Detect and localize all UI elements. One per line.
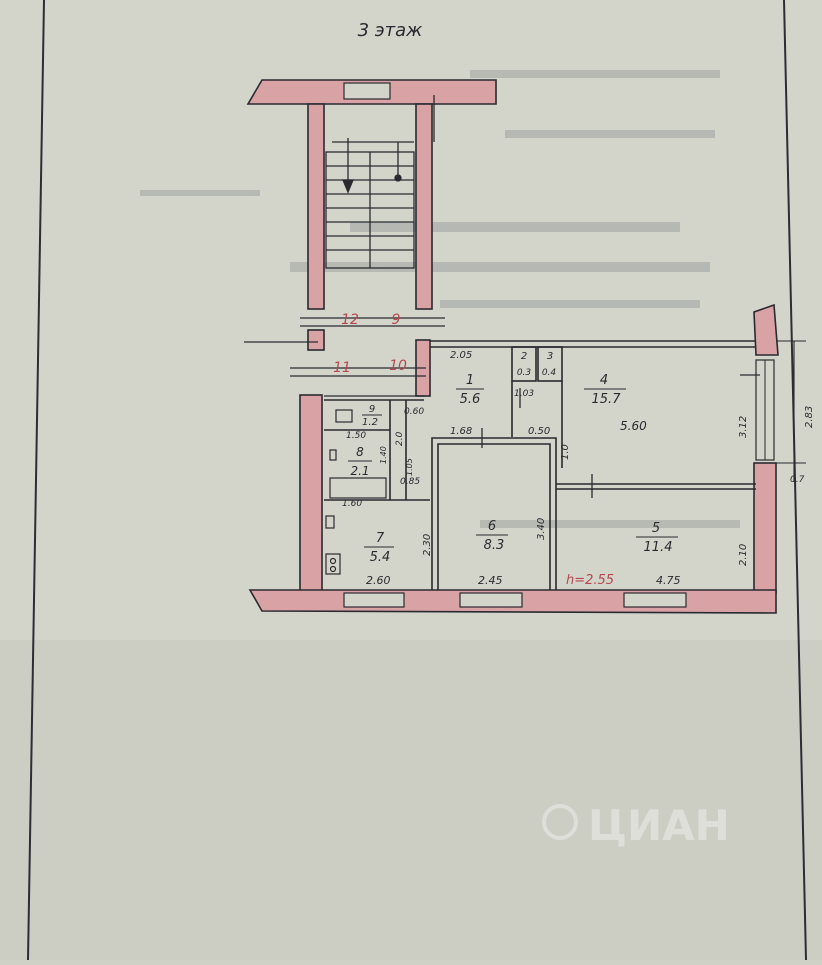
dim-1-40: 1.40 — [379, 446, 388, 464]
dim-5-60: 5.60 — [620, 419, 647, 433]
room-9-area: 1.2 — [362, 417, 378, 428]
dim-2-30: 2.30 — [422, 534, 433, 556]
room-1-area: 5.6 — [460, 392, 481, 407]
ceiling-height-label: h=2.55 — [566, 573, 614, 588]
dim-1-50: 1.50 — [346, 431, 366, 441]
wall-stair-right — [415, 103, 433, 310]
window-room-6 — [459, 592, 523, 608]
dim-0-60: 0.60 — [404, 407, 424, 417]
room-2-area: 0.3 — [517, 368, 532, 378]
dim-3-40: 3.40 — [536, 518, 547, 540]
room-7-area: 5.4 — [370, 550, 391, 565]
dim-2-0: 2.0 — [395, 431, 405, 446]
partitions — [324, 340, 756, 590]
dim-3-12: 3.12 — [738, 416, 749, 438]
wall-right-top — [753, 303, 779, 356]
dim-2-60: 2.60 — [366, 574, 391, 587]
closet-2-outline — [511, 346, 537, 382]
dim-0-50: 0.50 — [528, 426, 550, 437]
dim-1-05: 1.05 — [405, 458, 414, 476]
stair-number-9: 9 — [392, 312, 401, 328]
room-4-area: 15.7 — [592, 392, 622, 407]
door-marks — [481, 374, 760, 498]
wall-right — [753, 462, 777, 594]
room-6-outline — [431, 437, 557, 590]
room-3-area: 0.4 — [542, 368, 557, 378]
stove-fixture — [325, 553, 341, 575]
room-5-area: 11.4 — [644, 540, 673, 555]
dim-2-83: 2.83 — [804, 406, 815, 428]
room-5-number: 5 — [652, 521, 660, 536]
dimension-labels: 2.05 1.03 1.68 0.50 5.60 3.12 2.83 0.7 1… — [342, 350, 815, 587]
window-room-7 — [343, 592, 405, 608]
cian-watermark: ЦИАН — [542, 801, 730, 850]
room-2-number: 2 — [521, 351, 527, 362]
room-4-number: 4 — [600, 373, 608, 388]
cian-watermark-text: ЦИАН — [588, 801, 730, 850]
window-stair — [343, 82, 391, 100]
dim-1-0: 1.0 — [560, 444, 571, 460]
landing-lines — [244, 317, 445, 397]
kitchen-sink-fixture — [325, 515, 335, 529]
stair-number-11: 11 — [333, 360, 351, 376]
room-3-number: 3 — [547, 351, 553, 362]
stair-numbers: 12 9 11 10 — [333, 312, 407, 376]
dim-1-03: 1.03 — [514, 389, 534, 399]
dim-0-85: 0.85 — [400, 477, 420, 487]
room-6-area: 8.3 — [484, 538, 505, 553]
sink-fixture — [329, 449, 337, 461]
wall-stair-left — [307, 103, 325, 310]
room-labels: 1 5.6 2 0.3 3 0.4 4 15.7 5 11.4 6 8.3 7 … — [348, 351, 678, 565]
closet-3-outline — [537, 346, 563, 382]
room-8-area: 2.1 — [350, 464, 369, 478]
cian-logo-icon — [542, 804, 578, 840]
toilet-fixture — [335, 409, 353, 423]
dim-2-05: 2.05 — [450, 350, 472, 361]
frame-right-line — [783, 0, 807, 961]
room-9-number: 9 — [369, 404, 375, 415]
wall-stair-lower-left — [307, 329, 325, 351]
room-7-number: 7 — [376, 531, 385, 546]
dim-1-68: 1.68 — [450, 426, 472, 437]
floor-title: 3 этаж — [358, 20, 424, 41]
dim-2-10: 2.10 — [738, 544, 749, 566]
dim-4-75: 4.75 — [656, 574, 681, 587]
window-room-5 — [623, 592, 687, 608]
room-6-number: 6 — [488, 519, 496, 534]
bleed-through-text — [140, 70, 740, 528]
staircase — [325, 95, 435, 269]
stair-number-10: 10 — [389, 358, 407, 374]
dim-2-45: 2.45 — [478, 574, 503, 587]
stair-number-12: 12 — [341, 312, 359, 328]
dim-0-7: 0.7 — [790, 475, 805, 485]
dim-1-60: 1.60 — [342, 499, 362, 509]
paper-shadow — [0, 640, 822, 960]
stair-down-arrow-head — [342, 179, 354, 194]
room-1-number: 1 — [466, 373, 474, 388]
frame-left-line — [27, 0, 45, 961]
stair-up-dot — [394, 174, 402, 182]
room-8-number: 8 — [356, 445, 364, 459]
fixtures — [325, 409, 387, 575]
wall-left — [299, 394, 323, 594]
bathtub-fixture — [329, 477, 387, 499]
right-dimension-rail — [776, 340, 806, 482]
